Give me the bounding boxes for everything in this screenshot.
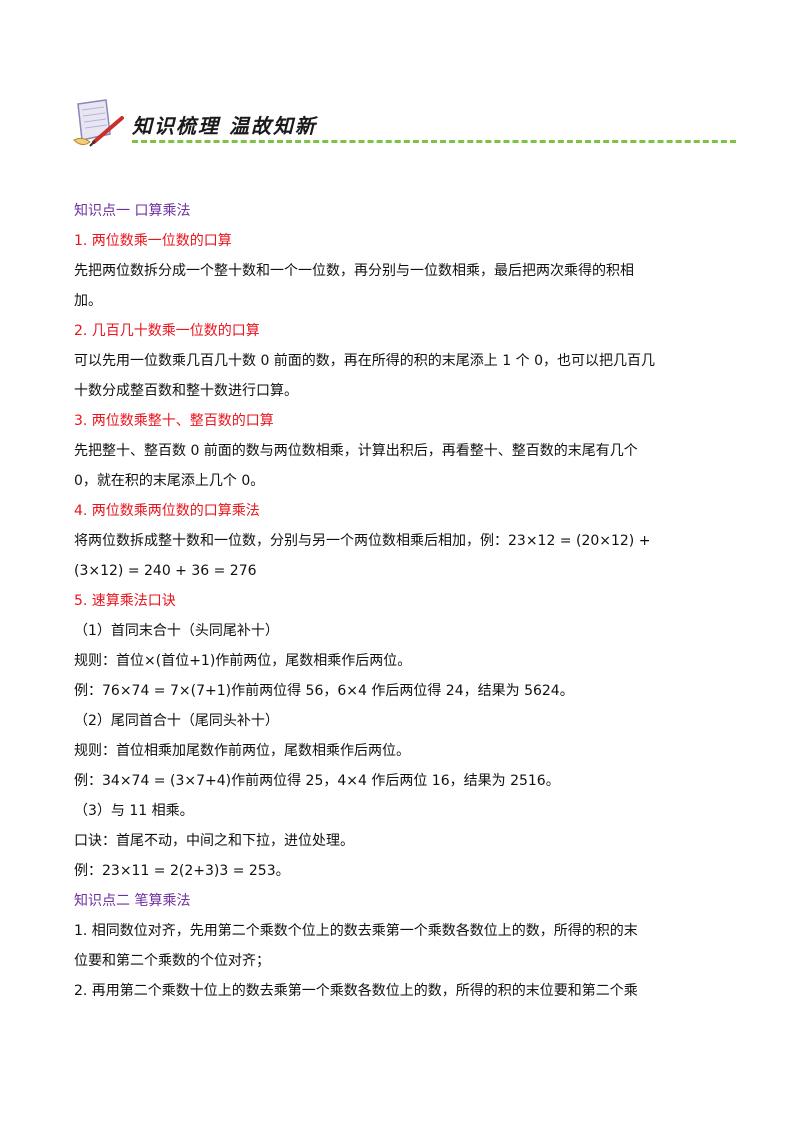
paragraph-line: 例：76×74 = 7×(7+1)作前两位得 56，6×4 作后两位得 24，结… <box>74 683 574 699</box>
paragraph-line: 例：23×11 = 2(2+3)3 = 253。 <box>74 863 290 879</box>
document-body: 知识点一 口算乘法 1. 两位数乘一位数的口算先把两位数拆分成一个整十数和一个一位… <box>74 196 734 1006</box>
scroll-quill-icon <box>73 99 124 147</box>
section-heading: 1. 两位数乘一位数的口算 <box>74 233 232 249</box>
paragraph-line: （3）与 11 相乘。 <box>74 803 194 819</box>
section-header: 知识梳理 温故知新 <box>68 96 736 152</box>
paragraph-line: 0，就在积的末尾添上几个 0。 <box>74 473 265 489</box>
paragraph-line: （2）尾同首合十（尾同头补十） <box>74 713 279 729</box>
paragraph-line: (3×12) = 240 + 36 = 276 <box>74 563 257 579</box>
header-dashed-rule <box>132 140 736 143</box>
paragraph-line: 2. 再用第二个乘数十位上的数去乘第一个乘数各数位上的数，所得的积的末位要和第二… <box>74 983 638 999</box>
section-heading: 知识点二 笔算乘法 <box>74 893 191 909</box>
section-heading: 5. 速算乘法口诀 <box>74 593 176 609</box>
section-heading: 3. 两位数乘整十、整百数的口算 <box>74 413 274 429</box>
paragraph-line: 先把整十、整百数 0 前面的数与两位数相乘，计算出积后，再看整十、整百数的末尾有… <box>74 443 638 459</box>
paragraph-line: 可以先用一位数乘几百几十数 0 前面的数，再在所得的积的末尾添上 1 个 0，也… <box>74 353 655 369</box>
section-heading: 知识点一 口算乘法 <box>74 203 191 219</box>
paragraph-line: 加。 <box>74 293 102 309</box>
paragraph-line: 十数分成整百数和整十数进行口算。 <box>74 383 298 399</box>
header-title: 知识梳理 温故知新 <box>132 114 317 138</box>
paragraph-line: 先把两位数拆分成一个整十数和一个一位数，再分别与一位数相乘，最后把两次乘得的积相 <box>74 263 634 279</box>
paragraph-line: 规则：首位相乘加尾数作前两位，尾数相乘作后两位。 <box>74 743 410 759</box>
paragraph-line: 将两位数拆成整十数和一位数，分别与另一个两位数相乘后相加，例：23×12 = (… <box>74 533 651 549</box>
section-heading: 2. 几百几十数乘一位数的口算 <box>74 323 260 339</box>
paragraph-line: 口诀：首尾不动，中间之和下拉，进位处理。 <box>74 833 354 849</box>
paragraph-line: 位要和第二个乘数的个位对齐； <box>74 953 270 969</box>
section-heading: 4. 两位数乘两位数的口算乘法 <box>74 503 260 519</box>
paragraph-line: 例：34×74 = (3×7+4)作前两位得 25，4×4 作后两位 16，结果… <box>74 773 560 789</box>
paragraph-line: 规则：首位×(首位+1)作前两位，尾数相乘作后两位。 <box>74 653 412 669</box>
paragraph-line: （1）首同末合十（头同尾补十） <box>74 623 279 639</box>
paragraph-line: 1. 相同数位对齐，先用第二个乘数个位上的数去乘第一个乘数各数位上的数，所得的积… <box>74 923 638 939</box>
